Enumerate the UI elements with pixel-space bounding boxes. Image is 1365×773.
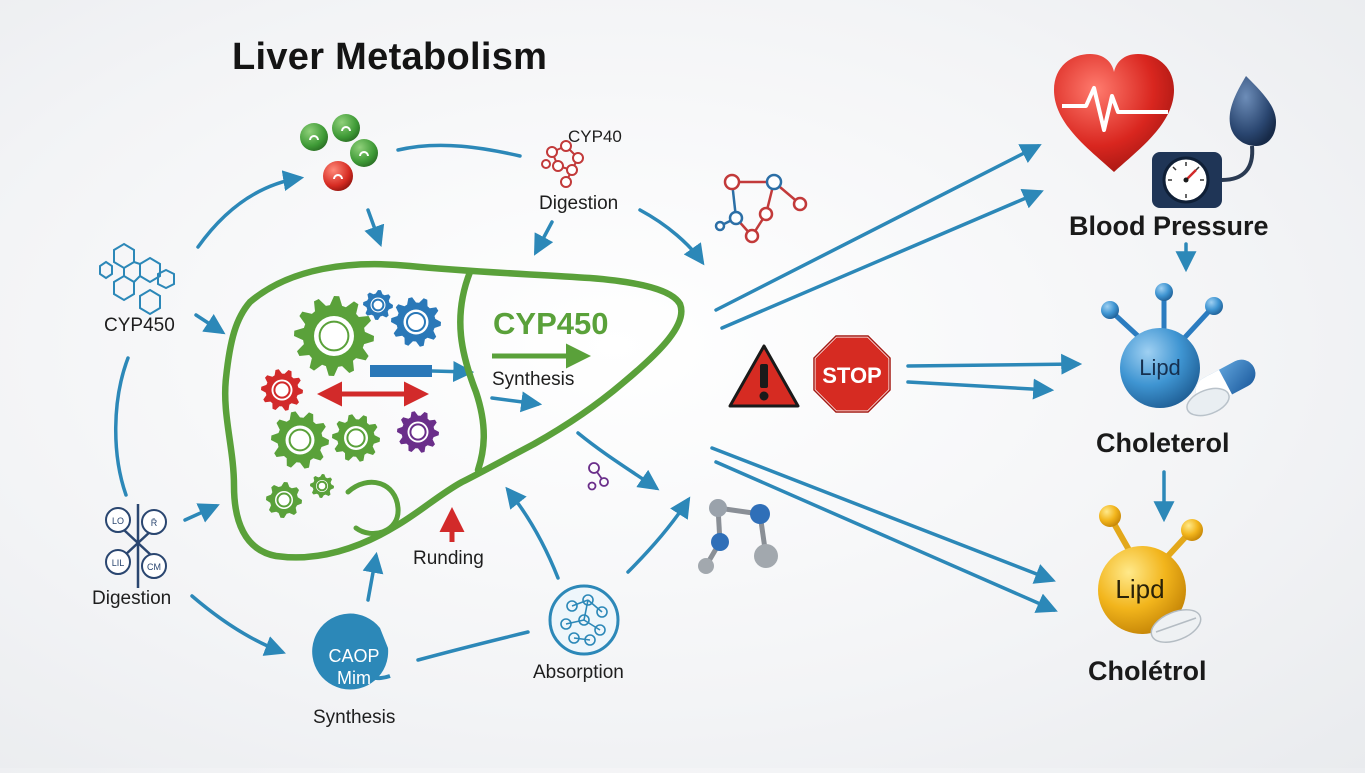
arrow-cyp-into-liver (194, 313, 226, 335)
gear-hub (273, 381, 291, 399)
tablet-icon (1186, 387, 1230, 417)
label-digestion-top: Digestion (539, 193, 619, 214)
label-cyp450-liver: CYP450 (493, 306, 609, 341)
arrow-digestion-synthesis (190, 594, 286, 656)
arrow-to-lipid-2 (906, 378, 1055, 400)
arrow-top-curve (396, 143, 522, 158)
lipid-blue-icon: Lipd (1101, 283, 1256, 417)
arrow-absorption-liver (505, 486, 560, 580)
label-digestion-left: Digestion (92, 588, 172, 609)
arrow-top-right (638, 208, 705, 266)
digestion-molecule-icon: LO R̄ LIL CM (105, 504, 167, 588)
arrow-to-chol-1 (710, 446, 1056, 584)
molecule-label: LO (112, 516, 124, 526)
arrow-digestion-down (534, 220, 554, 256)
molecule-icon (714, 173, 808, 244)
lipid-label: Lipd (1139, 355, 1181, 380)
lipid-yellow-icon: Lipd (1098, 505, 1203, 643)
stop-sign-icon: STOP (812, 334, 892, 414)
molecule-3d-icon (698, 499, 778, 574)
tablet-icon (1150, 609, 1202, 643)
gear-group (261, 290, 441, 518)
arrow-left-curve (114, 356, 130, 497)
gear-hub (276, 492, 292, 508)
caop-badge: CAOP Mim (312, 613, 391, 690)
molecule-label: R̄ (151, 518, 158, 528)
gear-hub (371, 298, 385, 312)
lipid-label: Lipd (1115, 574, 1164, 604)
gear-hub (406, 312, 426, 332)
gear-hub (316, 480, 328, 492)
arrow-top-left (196, 170, 305, 249)
label-cholesterol-2: Cholétrol (1088, 656, 1207, 686)
absorption-network-icon (548, 584, 620, 656)
arrow-absorption-up (626, 496, 691, 574)
arrow-digestion-into-liver (183, 503, 220, 523)
gear-hub (288, 428, 312, 452)
arrow-to-lipid-1 (906, 353, 1083, 375)
label-cholesterol-1: Choleterol (1096, 428, 1230, 458)
label-synthesis-liver: Synthesis (492, 369, 575, 390)
label-runding: Runding (413, 548, 484, 569)
molecule-label: LIL (112, 558, 125, 568)
hexagon-molecule-icon (99, 242, 175, 316)
warning-triangle-icon (728, 344, 800, 408)
molecule-icon (541, 140, 584, 188)
arrow-liver-inner-1 (430, 361, 475, 383)
arrow-liver-out (576, 431, 660, 491)
badge-text: Mim (337, 668, 371, 688)
gear-hub (346, 428, 366, 448)
heart-icon (1054, 54, 1174, 172)
arrow-to-bp-2 (720, 188, 1044, 330)
blood-pressure-gauge-icon (1152, 76, 1276, 208)
small-molecule-icon (587, 462, 609, 491)
gallbladder (345, 479, 401, 536)
stop-sign-text: STOP (822, 363, 882, 388)
molecule-balls-top (300, 114, 378, 191)
label-blood-pressure: Blood Pressure (1069, 211, 1269, 241)
arrow-to-chol-2 (714, 460, 1058, 613)
gear-hub (409, 423, 427, 441)
liver (221, 260, 685, 561)
arrow-to-bp-1 (714, 144, 1042, 312)
blue-bar (370, 365, 432, 377)
label-cyp40: CYP40 (568, 127, 622, 146)
label-synthesis-bottom: Synthesis (313, 707, 396, 728)
molecule-label: CM (147, 562, 161, 572)
liver-outline (221, 260, 685, 561)
label-absorption: Absorption (533, 662, 624, 683)
label-cyp450-left: CYP450 (104, 315, 175, 336)
arrow-synthesis-up (362, 551, 384, 602)
pulse-icon (1062, 86, 1168, 132)
arrow-liver-inner-2 (490, 391, 543, 413)
page-title: Liver Metabolism (232, 36, 548, 78)
output-arrows (710, 144, 1197, 613)
flow-arrows (114, 143, 705, 662)
arrow-bottom-curve (416, 630, 530, 662)
liver-lobe-divider (457, 268, 487, 474)
arrow-into-liver-top (364, 208, 385, 247)
gear-hub (318, 320, 350, 352)
badge-text: CAOP (328, 646, 379, 666)
